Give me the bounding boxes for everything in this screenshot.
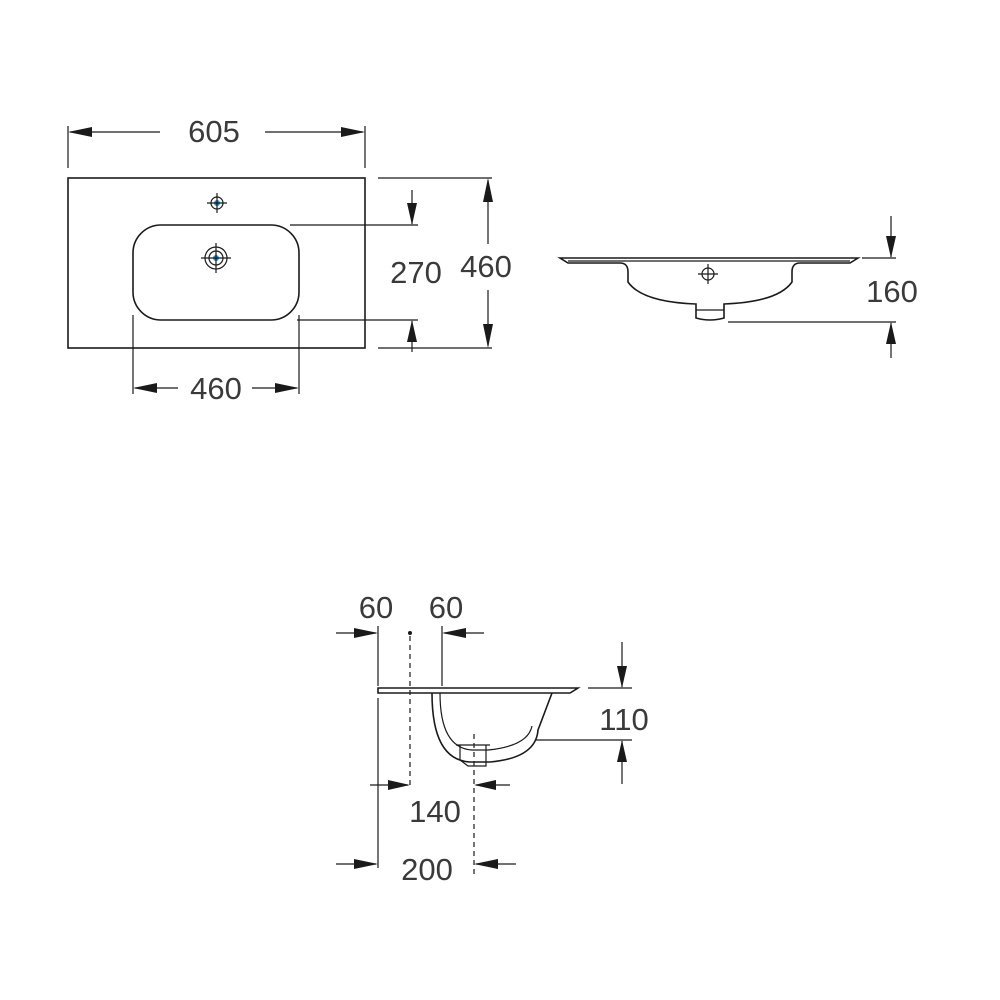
dim-110-label: 110 [599,702,648,737]
dim-60-right-label: 60 [429,590,463,625]
dimension-110: 110 [536,642,649,784]
side-view: 160 [557,216,918,358]
dimension-460-width: 460 [132,315,300,406]
tap-hole [207,193,227,213]
dimension-140: 140 [370,698,510,868]
drain-section [459,745,487,767]
dim-140-label: 140 [409,794,461,829]
dimension-605: 605 [67,114,366,168]
dimension-60-60: 60 60 [336,590,484,686]
tap-hole-side [698,264,718,284]
dim-460-depth-label: 460 [460,249,512,284]
dimension-460-depth: 460 [378,177,512,349]
drain-icon [201,243,231,273]
basin-outline-top [67,177,366,349]
bowl-section [431,692,553,763]
basin-profile-side [557,257,861,321]
dim-270-label: 270 [390,255,442,290]
rim-section [377,687,581,694]
dimension-200: 200 [336,852,516,887]
dim-200-label: 200 [401,852,453,887]
dim-460-width-label: 460 [190,371,242,406]
dim-605-label: 605 [188,114,240,149]
dim-60-left-label: 60 [359,590,393,625]
top-view: 605 460 270 [67,114,512,406]
dim-160-label: 160 [866,274,918,309]
section-view: 60 60 110 140 200 [336,590,649,887]
dimension-270: 270 [290,190,442,352]
dimension-160: 160 [728,216,918,358]
bowl-outline-top [132,224,300,321]
